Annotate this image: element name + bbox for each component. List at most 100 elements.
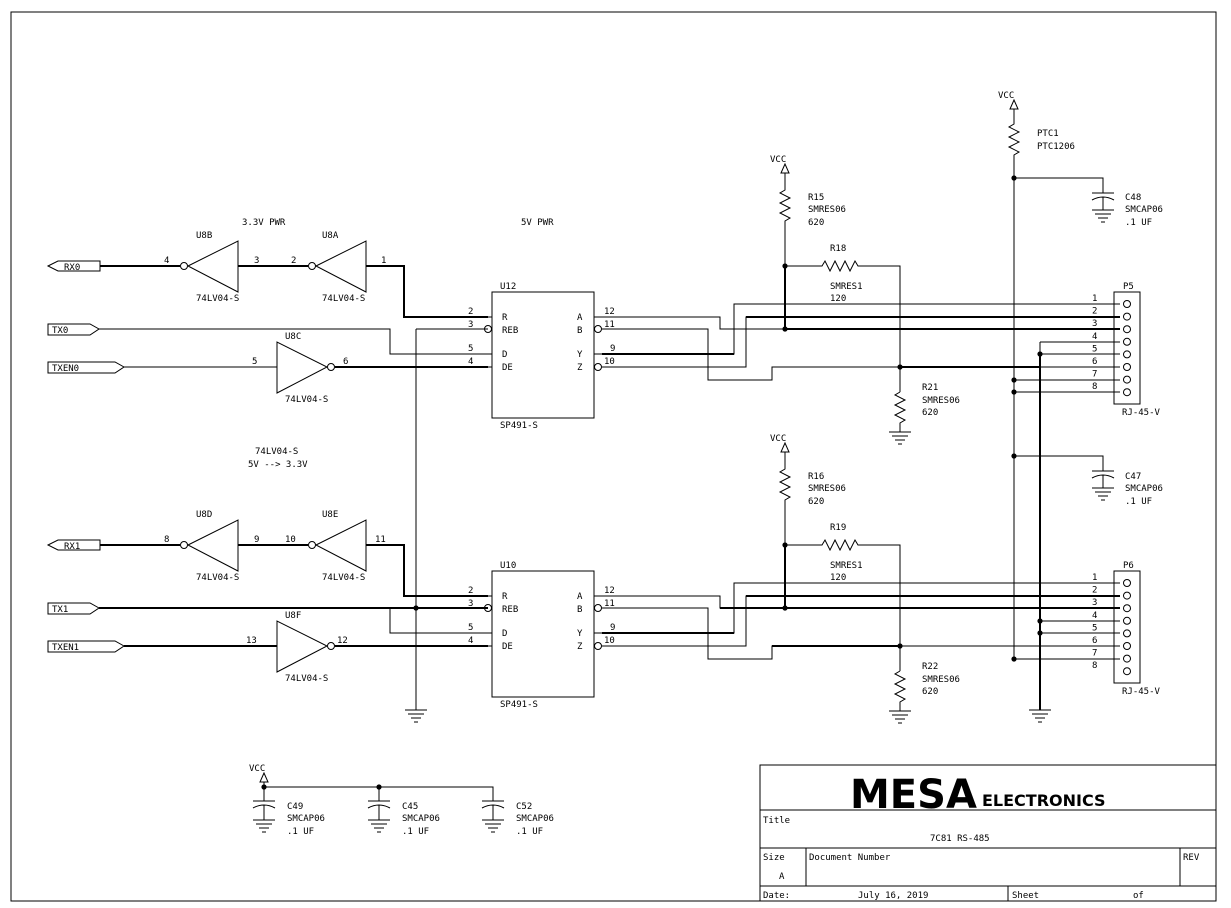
logo-mesa: MESA xyxy=(850,772,977,818)
p5-ref: P5 xyxy=(1123,282,1134,292)
u8b-pin-in: 4 xyxy=(164,256,169,266)
u8a-pin-in: 2 xyxy=(291,256,296,266)
u10-pin-10: 10 xyxy=(604,636,615,646)
u8f-part: 74LV04-S xyxy=(285,674,328,684)
ptc1-type: PTC1206 xyxy=(1037,142,1075,152)
sheet-border xyxy=(10,11,1217,902)
u8e-pin-in: 10 xyxy=(285,535,296,545)
connector-p6: P6 RJ-45-V xyxy=(1113,561,1161,697)
u12-pin-4: 4 xyxy=(468,357,473,367)
r18-ref: R18 xyxy=(830,244,846,254)
converter-desc-label: 5V --> 3.3V xyxy=(248,460,308,470)
r19-value: 120 xyxy=(830,573,846,583)
p6-pin-7-number: 7 xyxy=(1092,649,1097,659)
u8e-part: 74LV04-S xyxy=(322,573,365,583)
p6-pin-8-number: 8 xyxy=(1092,661,1097,671)
size-value: A xyxy=(779,872,785,882)
p6-pin-5-number: 5 xyxy=(1092,623,1097,633)
title-block: MESA ELECTRONICS Title 7C81 RS-485 Size … xyxy=(759,764,1217,902)
c48-value: .1 UF xyxy=(1125,218,1152,228)
of-label: of xyxy=(1133,891,1144,901)
channel-0: RX0 TX0 TXEN0 U8B 74LV04-S 4 3 U8A 74LV0… xyxy=(46,155,1161,445)
u8f-pin-in: 13 xyxy=(246,636,257,646)
r15-value: 620 xyxy=(808,218,824,228)
p5-pin-5-contact xyxy=(1123,350,1131,359)
port-txen0 xyxy=(47,361,125,374)
r22-ref: R22 xyxy=(922,662,938,672)
u8b-part: 74LV04-S xyxy=(196,294,239,304)
p6-ref: P6 xyxy=(1123,561,1134,571)
port-rx1-label: RX1 xyxy=(64,542,80,552)
ptc1-ref: PTC1 xyxy=(1037,129,1059,139)
r21-resistor: R21 SMRES06 620 xyxy=(889,383,960,445)
r21-ref: R21 xyxy=(922,383,938,393)
inverter-u8f: U8F 74LV04-S 13 12 xyxy=(246,611,348,684)
r22-resistor: R22 SMRES06 620 xyxy=(889,662,960,724)
u12-pin-y: Y xyxy=(577,350,583,360)
u10-ref: U10 xyxy=(500,561,516,571)
p5-pin-6-contact xyxy=(1123,363,1131,371)
ground-reb xyxy=(405,709,427,723)
c49-capacitor: C49 SMCAP06 .1 UF xyxy=(252,800,325,837)
r18-type: SMRES1 xyxy=(830,282,863,292)
u12-pin-12: 12 xyxy=(604,307,615,317)
wire-rx1 xyxy=(100,544,488,597)
r22-type: SMRES06 xyxy=(922,675,960,685)
port-tx1 xyxy=(47,602,100,615)
c52-value: .1 UF xyxy=(516,827,543,837)
u12-part: SP491-S xyxy=(500,421,538,431)
p6-pin-7-contact xyxy=(1123,654,1131,663)
u8c-pin-out: 6 xyxy=(343,357,348,367)
port-tx0-label: TX0 xyxy=(52,326,68,336)
u8d-ref: U8D xyxy=(196,510,212,520)
u8a-pin-out: 1 xyxy=(381,256,386,266)
connector-p5: P5 RJ-45-V xyxy=(1113,282,1161,418)
c52-capacitor: C52 SMCAP06 .1 UF xyxy=(481,800,554,837)
wire-u10-a xyxy=(602,595,1120,609)
p5-pin-3-number: 3 xyxy=(1092,319,1097,329)
c49-value: .1 UF xyxy=(287,827,314,837)
r16-type: SMRES06 xyxy=(808,484,846,494)
u12-pin-reb: REB xyxy=(502,326,518,336)
u8b-pin-out: 3 xyxy=(254,256,259,266)
p5-pin-2-contact xyxy=(1123,312,1131,321)
port-tx1-label: TX1 xyxy=(52,605,68,615)
wire-u10-bold xyxy=(602,595,1120,634)
pwr33-label: 3.3V PWR xyxy=(242,218,286,228)
c45-capacitor: C45 SMCAP06 .1 UF xyxy=(367,800,440,837)
port-tx0 xyxy=(47,323,100,336)
p6-pin-2-contact xyxy=(1123,591,1131,600)
u8d-pin-out: 9 xyxy=(254,535,259,545)
p6-pin-4-number: 4 xyxy=(1092,611,1097,621)
r21-value: 620 xyxy=(922,408,938,418)
wire-rx0 xyxy=(100,265,488,318)
u8c-part: 74LV04-S xyxy=(285,395,328,405)
vcc-r16-label: VCC xyxy=(770,434,786,444)
p6-pin-1-number: 1 xyxy=(1092,573,1097,583)
u8a-ref: U8A xyxy=(322,231,339,241)
channel-1: RX1 TX1 TXEN1 U8D 74LV04-S 8 9 U8E 74LV0… xyxy=(46,328,1161,724)
p6-pin-1-contact xyxy=(1123,579,1131,587)
logo-electronics: ELECTRONICS xyxy=(982,791,1106,810)
u10-pin-11: 11 xyxy=(604,599,615,609)
p6-pin-5-contact xyxy=(1123,629,1131,638)
pwr5-label: 5V PWR xyxy=(521,218,554,228)
size-label: Size xyxy=(763,853,785,863)
c45-value: .1 UF xyxy=(402,827,429,837)
vcc-decoupling-label: VCC xyxy=(249,764,265,774)
port-rx0-label: RX0 xyxy=(64,263,80,273)
c48-type: SMCAP06 xyxy=(1125,205,1163,215)
p5-pin-7-number: 7 xyxy=(1092,370,1097,380)
u12-pin-2: 2 xyxy=(468,307,473,317)
converter-part-label: 74LV04-S xyxy=(255,447,298,457)
wire-gnd-pins xyxy=(1040,341,1120,634)
c45-type: SMCAP06 xyxy=(402,814,440,824)
u8f-ref: U8F xyxy=(285,611,301,621)
wire-p5-vcc xyxy=(1014,379,1120,393)
u10-pin-d: D xyxy=(502,629,507,639)
p5-pin-4-number: 4 xyxy=(1092,332,1097,342)
p5-pin-7-contact xyxy=(1123,375,1131,384)
u10-pin-9: 9 xyxy=(610,623,615,633)
u12-pin-de: DE xyxy=(502,363,513,373)
